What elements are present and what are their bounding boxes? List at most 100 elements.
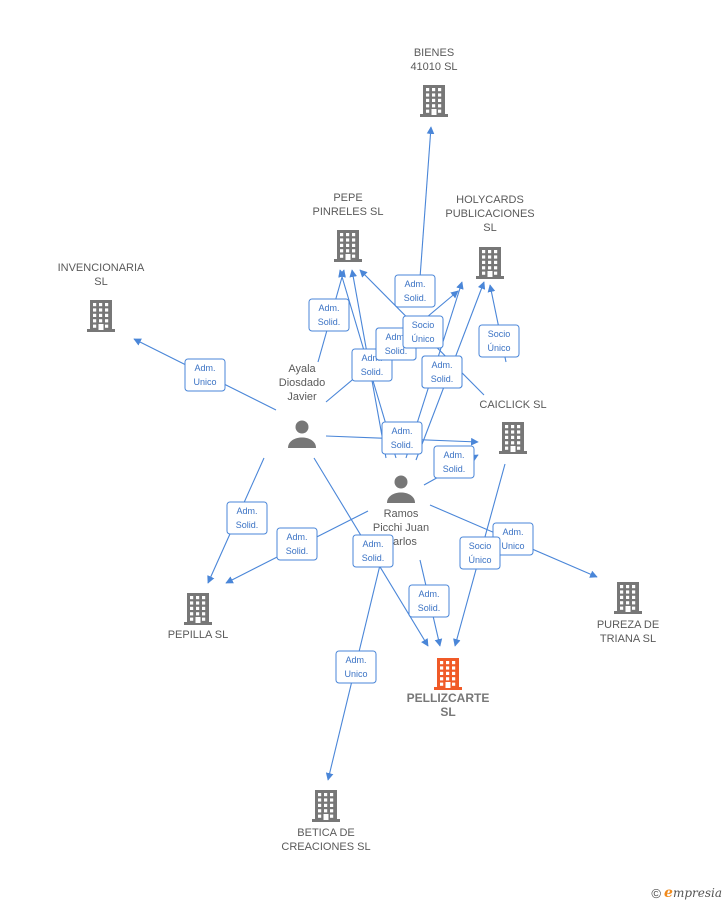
node-label: BETICA DE: [297, 827, 354, 839]
node-label: INVENCIONARIA: [58, 262, 145, 274]
node-pepe[interactable]: PEPE PINRELES SL: [313, 192, 384, 262]
building-icon: [184, 593, 212, 625]
edge-label-text: Único: [411, 334, 434, 344]
edge-label-3: Adm. Solid.: [226, 501, 268, 535]
edge-label-box: [478, 324, 520, 358]
building-icon: [312, 790, 340, 822]
node-holycards[interactable]: HOLYCARDS PUBLICACIONES SL: [445, 194, 535, 279]
edge-label-text: Único: [468, 555, 491, 565]
person-icon: [387, 475, 415, 503]
edge-label-box: [394, 274, 436, 308]
edge-label-1: Adm.Solid.: [308, 298, 350, 332]
node-label: PEPILLA SL: [168, 629, 229, 641]
node-label: PELLIZCARTE: [407, 691, 490, 705]
edge-label-text: Adm.: [391, 426, 412, 436]
node-label: SL: [94, 276, 107, 288]
edge-label-text: Solid.: [404, 293, 427, 303]
edge-label-text: Adm.: [286, 532, 307, 542]
edge-label-text: Solid.: [362, 553, 385, 563]
node-label: SL: [483, 222, 496, 234]
edge-label-text: Adm.: [345, 655, 366, 665]
edge-label-6: Adm.Solid.: [394, 274, 436, 308]
node-label: Diosdado: [279, 377, 325, 389]
edge-label-text: Solid.: [361, 367, 384, 377]
node-label: BIENES: [414, 47, 454, 59]
edge-label-0: Adm. Unico: [184, 358, 226, 392]
edge-label-box: [459, 536, 501, 570]
edge-label-text: Solid.: [286, 546, 309, 556]
edge-label-5: Adm. Solid.: [381, 421, 423, 455]
edge-label-text: Solid.: [385, 346, 408, 356]
edge-label-text: Socio: [412, 320, 435, 330]
edge-label-box: [421, 355, 463, 389]
edge-label-text: Solid.: [391, 440, 414, 450]
edge-label-text: Adm.: [443, 450, 464, 460]
edge-label-4: Adm. Solid.: [352, 534, 394, 568]
edge-label-text: Único: [487, 343, 510, 353]
node-label: Ayala: [288, 363, 316, 375]
edge-label-text: Adm.: [361, 353, 382, 363]
edge-label-text: Adm.: [236, 506, 257, 516]
edge-label-text: Socio: [488, 329, 511, 339]
edge-label-text: Solid.: [418, 603, 441, 613]
node-label: PINRELES SL: [313, 206, 384, 218]
edge-label-text: Adm.: [362, 539, 383, 549]
edge-label-box: [402, 315, 444, 349]
node-label: Ramos: [384, 508, 419, 520]
person-icon: [288, 420, 316, 448]
edge-label-text: Adm.: [318, 303, 339, 313]
edge-label-text: Adm.: [431, 360, 452, 370]
edge-label-text: Unico: [193, 377, 216, 387]
edge-line-6: [419, 126, 435, 279]
node-label: PUREZA DE: [597, 619, 659, 631]
edge-label-box: [433, 445, 475, 479]
edge-label-extra-0: Adm. Solid.: [408, 584, 450, 618]
node-label: CREACIONES SL: [281, 841, 370, 853]
node-betica[interactable]: BETICA DE CREACIONES SL: [281, 790, 371, 853]
edge-label-text: Solid.: [236, 520, 259, 530]
building-icon: [334, 230, 362, 262]
edge-label-box: [184, 358, 226, 392]
building-icon: [499, 422, 527, 454]
building-icon: [87, 300, 115, 332]
node-label: 41010 SL: [410, 61, 457, 73]
edge-label-text: Adm.: [194, 363, 215, 373]
node-label: Javier: [287, 391, 317, 403]
node-label: PUBLICACIONES: [445, 208, 534, 220]
edge-label-11: Adm.Solid.: [421, 355, 463, 389]
edge-label-box: [308, 298, 350, 332]
edge-label-text: Unico: [344, 669, 367, 679]
edge-label-text: Adm.: [502, 527, 523, 537]
nodes-layer: BIENES 41010 SL PEPE PINRELES SL HOLYCARDS PU…: [58, 47, 660, 853]
node-invencionaria[interactable]: INVENCIONARIA SL: [58, 262, 145, 332]
edge-label-16: Adm. Unico: [335, 650, 377, 684]
brand-logo[interactable]: empresia: [664, 885, 722, 901]
building-icon: [614, 582, 642, 614]
building-icon: [434, 658, 462, 690]
footer-brand: © empresia: [651, 885, 722, 901]
edge-label-text: Adm.: [385, 332, 406, 342]
edge-labels-layer: Adm.Solid.Adm.UnicoAdm.Solid.Adm.Solid.A…: [184, 274, 534, 684]
node-label: HOLYCARDS: [456, 194, 524, 206]
building-icon: [476, 247, 504, 279]
edge-label-12: Adm. Solid.: [433, 445, 475, 479]
node-pepilla[interactable]: PEPILLA SL: [168, 593, 229, 641]
node-label: PEPE: [333, 192, 362, 204]
edge-label-box: [352, 534, 394, 568]
edge-label-text: Solid.: [443, 464, 466, 474]
node-bienes[interactable]: BIENES 41010 SL: [410, 47, 458, 117]
node-label: SL: [440, 705, 455, 719]
edge-label-text: Adm.: [418, 589, 439, 599]
edge-label-box: [335, 650, 377, 684]
edge-label-text: Unico: [501, 541, 524, 551]
edge-label-box: [381, 421, 423, 455]
node-caiclick[interactable]: CAICLICK SL: [479, 399, 547, 454]
building-icon: [420, 85, 448, 117]
